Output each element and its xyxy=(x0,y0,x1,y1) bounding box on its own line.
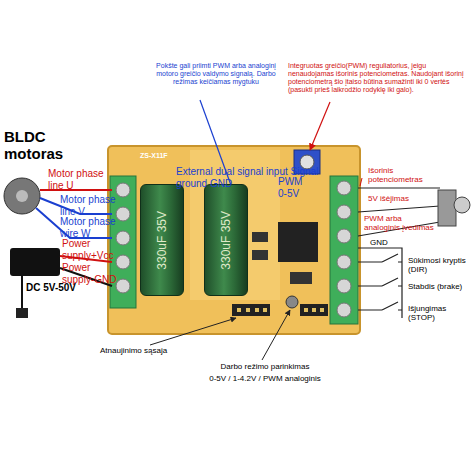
external-potentiometer xyxy=(438,190,456,226)
gnd-bus xyxy=(358,248,402,318)
pin xyxy=(255,308,259,312)
leader-line xyxy=(150,318,236,345)
annotation-label: Motor phase line V xyxy=(60,194,122,217)
pcb-board xyxy=(108,146,360,334)
annotation-label: 0-5V / 1-4.2V / PWM analoginis xyxy=(180,374,350,383)
switch-symbol xyxy=(382,254,398,310)
screw xyxy=(337,279,351,293)
terminal-screws xyxy=(116,183,130,293)
screw xyxy=(337,303,351,317)
annotation-label: PWM arba analoginis įvedimas xyxy=(364,214,436,232)
annotation-label: GND xyxy=(370,238,400,247)
terminal-screws xyxy=(337,181,351,317)
annotation-label: Pokšte gali priimti PWM arba analoginį m… xyxy=(148,62,284,86)
motor-shaft xyxy=(16,190,28,202)
screw xyxy=(337,255,351,269)
screw xyxy=(116,255,130,269)
pin xyxy=(246,308,250,312)
screw xyxy=(337,205,351,219)
pin xyxy=(263,308,267,312)
header-pins xyxy=(237,308,324,312)
power-plug xyxy=(16,308,28,318)
annotation-label: BLDC motoras xyxy=(4,128,66,163)
annotation-label: Stabdis (brake) xyxy=(408,282,472,291)
pot-wires xyxy=(358,188,440,236)
capacitor: 330uF 35V xyxy=(204,184,248,296)
pot-knob xyxy=(454,197,470,213)
terminal-block xyxy=(330,176,358,324)
mode-button xyxy=(286,296,298,308)
screw xyxy=(116,231,130,245)
pin xyxy=(320,308,324,312)
screw xyxy=(337,229,351,243)
screw xyxy=(116,183,130,197)
annotation-label: PWM 0-5V xyxy=(278,176,308,199)
annotation-label: DC 5V-50V xyxy=(26,282,96,294)
power-adapter xyxy=(10,248,60,276)
screw xyxy=(337,181,351,195)
capacitor-rating: 330uF 35V xyxy=(155,211,169,270)
annotation-label: Power supply+Vcc xyxy=(62,238,124,261)
annotation-label: Darbo režimo parinkimas xyxy=(200,362,330,371)
pin-header xyxy=(300,304,328,316)
switch-wires xyxy=(358,262,382,310)
annotation-label: External dual signal input Signal ground… xyxy=(176,166,326,189)
annotation-label: Motor phase wire W xyxy=(60,216,122,239)
screw xyxy=(116,207,130,221)
ic-chip xyxy=(278,222,318,262)
switch-contact xyxy=(398,262,402,310)
annotation-label: Sūkimosi kryptis (DIR) xyxy=(408,256,472,274)
leader-line xyxy=(360,178,362,186)
leader-line xyxy=(310,102,330,150)
annotation-label: Išjungimas (STOP) xyxy=(408,304,472,322)
smd-part xyxy=(290,272,312,284)
annotation-label: Išorinis potenciometras xyxy=(368,166,438,184)
annotation-label: 5V išėjimas xyxy=(368,194,438,203)
annotation-label: Atnaujinimo sąsaja xyxy=(100,346,200,355)
annotation-label: Motor phase line U xyxy=(48,168,110,191)
capacitor: 330uF 35V xyxy=(140,184,184,296)
leader-line xyxy=(262,310,290,360)
pin xyxy=(304,308,308,312)
screw xyxy=(116,279,130,293)
annotation-label: Power supply-GND xyxy=(62,262,124,285)
smd-part xyxy=(252,250,268,260)
pin-header xyxy=(232,304,270,316)
pin xyxy=(312,308,316,312)
bldc-motor xyxy=(4,178,40,214)
capacitor-rating: 330uF 35V xyxy=(219,211,233,270)
annotation-label: Integruotas greičio(PWM) reguliatorius, … xyxy=(288,62,468,94)
smd-part xyxy=(252,232,268,242)
annotation-label: ZS-X11F xyxy=(140,152,200,160)
power-cable xyxy=(21,276,23,310)
pin xyxy=(237,308,241,312)
